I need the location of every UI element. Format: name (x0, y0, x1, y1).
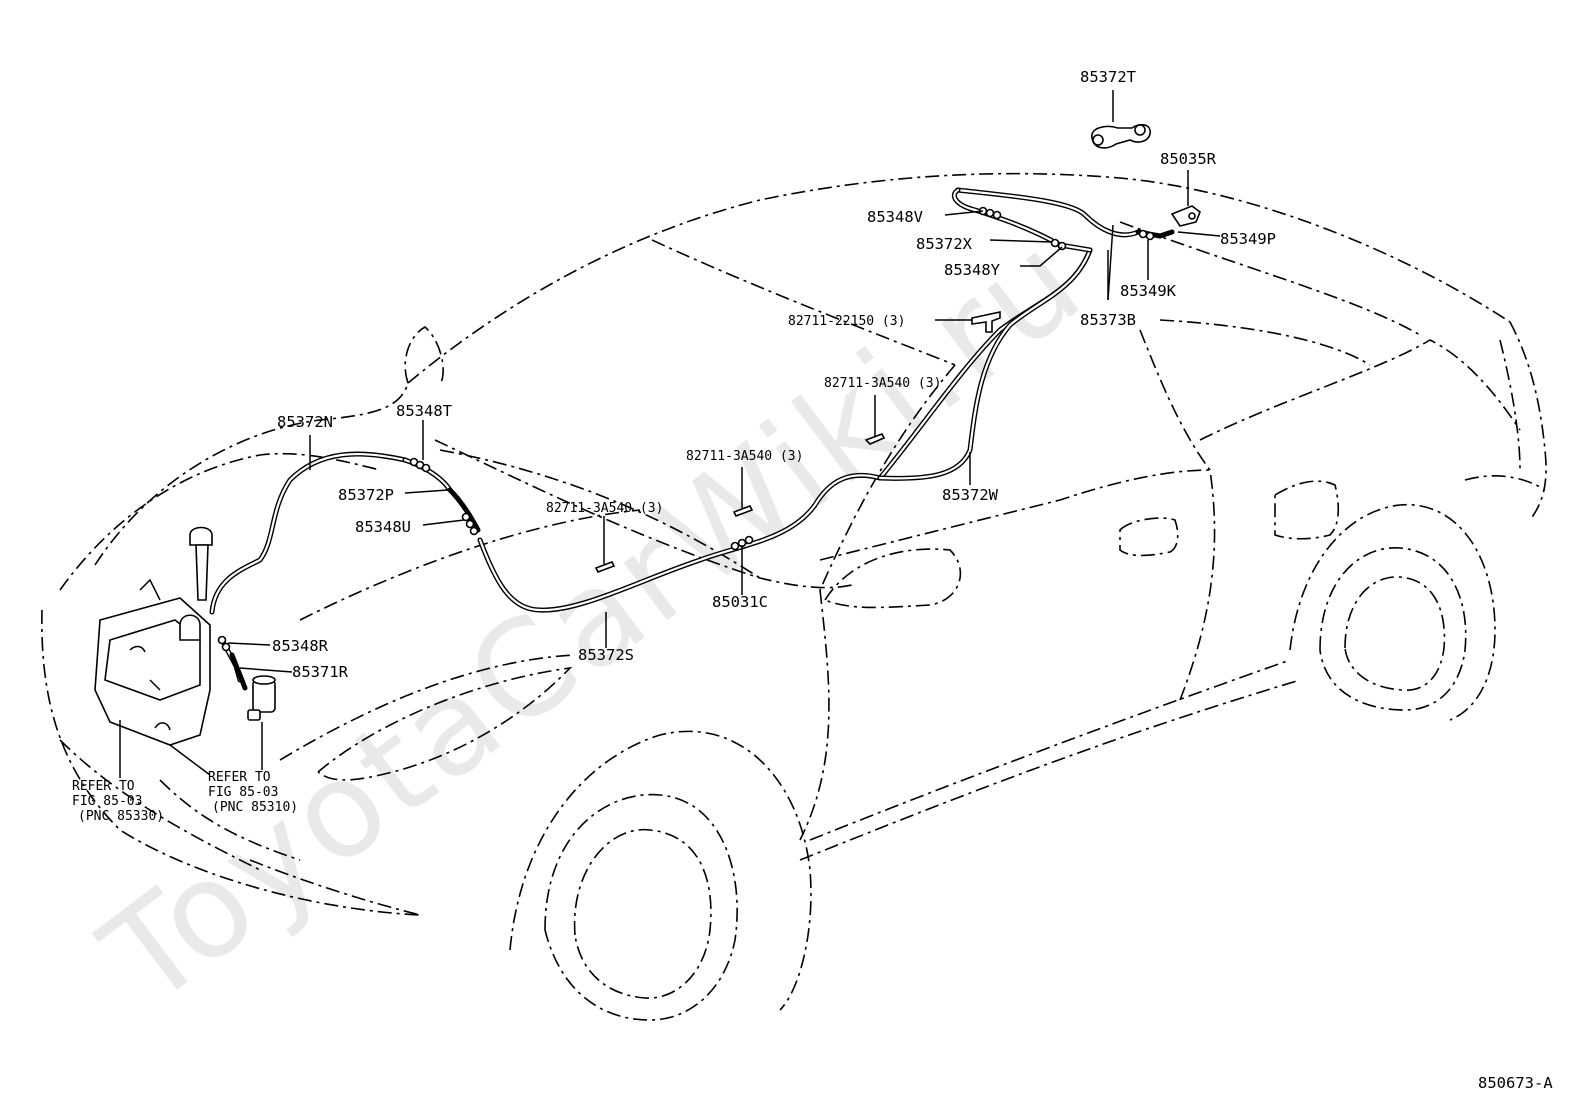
label-85371R: 85371R (292, 663, 349, 681)
label-85372P: 85372P (338, 486, 394, 504)
ref-85330-line3: (PNC 85330) (78, 809, 164, 824)
label-85372N: 85372N (277, 413, 333, 431)
car-body-outline (41, 172, 1547, 1021)
ref-85310-line1: REFER TO (208, 770, 271, 785)
label-85348U: 85348U (355, 518, 411, 536)
label-85349P: 85349P (1220, 230, 1276, 248)
reference-notes: REFER TO FIG 85-03 (PNC 85330) REFER TO … (72, 770, 298, 824)
ref-85330-line2: FIG 85-03 (72, 794, 142, 809)
label-85372X: 85372X (916, 235, 973, 253)
watermark: ToyotaCarWiki.ru (76, 203, 1111, 1036)
label-85373B: 85373B (1080, 311, 1136, 329)
washer-pump (247, 675, 276, 721)
ref-85310-line3: (PNC 85310) (212, 800, 298, 815)
label-85348R: 85348R (272, 637, 329, 655)
label-85348Y: 85348Y (944, 261, 1001, 279)
label-82711-3A540-a: 82711-3A540 (3) (824, 376, 941, 391)
ref-85310-line2: FIG 85-03 (208, 785, 278, 800)
label-85348T: 85348T (396, 402, 452, 420)
part-labels: 85372T 85035R 85348V 85372X 85349P 85348… (272, 68, 1276, 681)
label-82711-3A540-c: 82711-3A540 (3) (546, 501, 663, 516)
label-85348V: 85348V (867, 208, 923, 226)
label-82711-22150: 82711-22150 (3) (788, 314, 905, 329)
washer-tank (94, 526, 213, 746)
label-85031C: 85031C (712, 593, 768, 611)
check-valve (1170, 205, 1201, 227)
rear-washer-nozzle (1091, 123, 1151, 149)
label-85372T: 85372T (1080, 68, 1136, 86)
figure-code: 850673-A (1478, 1074, 1553, 1092)
label-82711-3A540-b: 82711-3A540 (3) (686, 449, 803, 464)
leader-lines (119, 90, 1221, 778)
hose-joints (217, 206, 1155, 652)
label-85035R: 85035R (1160, 150, 1217, 168)
label-85372W: 85372W (942, 486, 999, 504)
label-85349K: 85349K (1120, 282, 1177, 300)
label-85372S: 85372S (578, 646, 634, 664)
washer-hose-routing (209, 187, 1175, 691)
ref-85330-line1: REFER TO (72, 779, 135, 794)
hose-clamps (594, 311, 1001, 574)
